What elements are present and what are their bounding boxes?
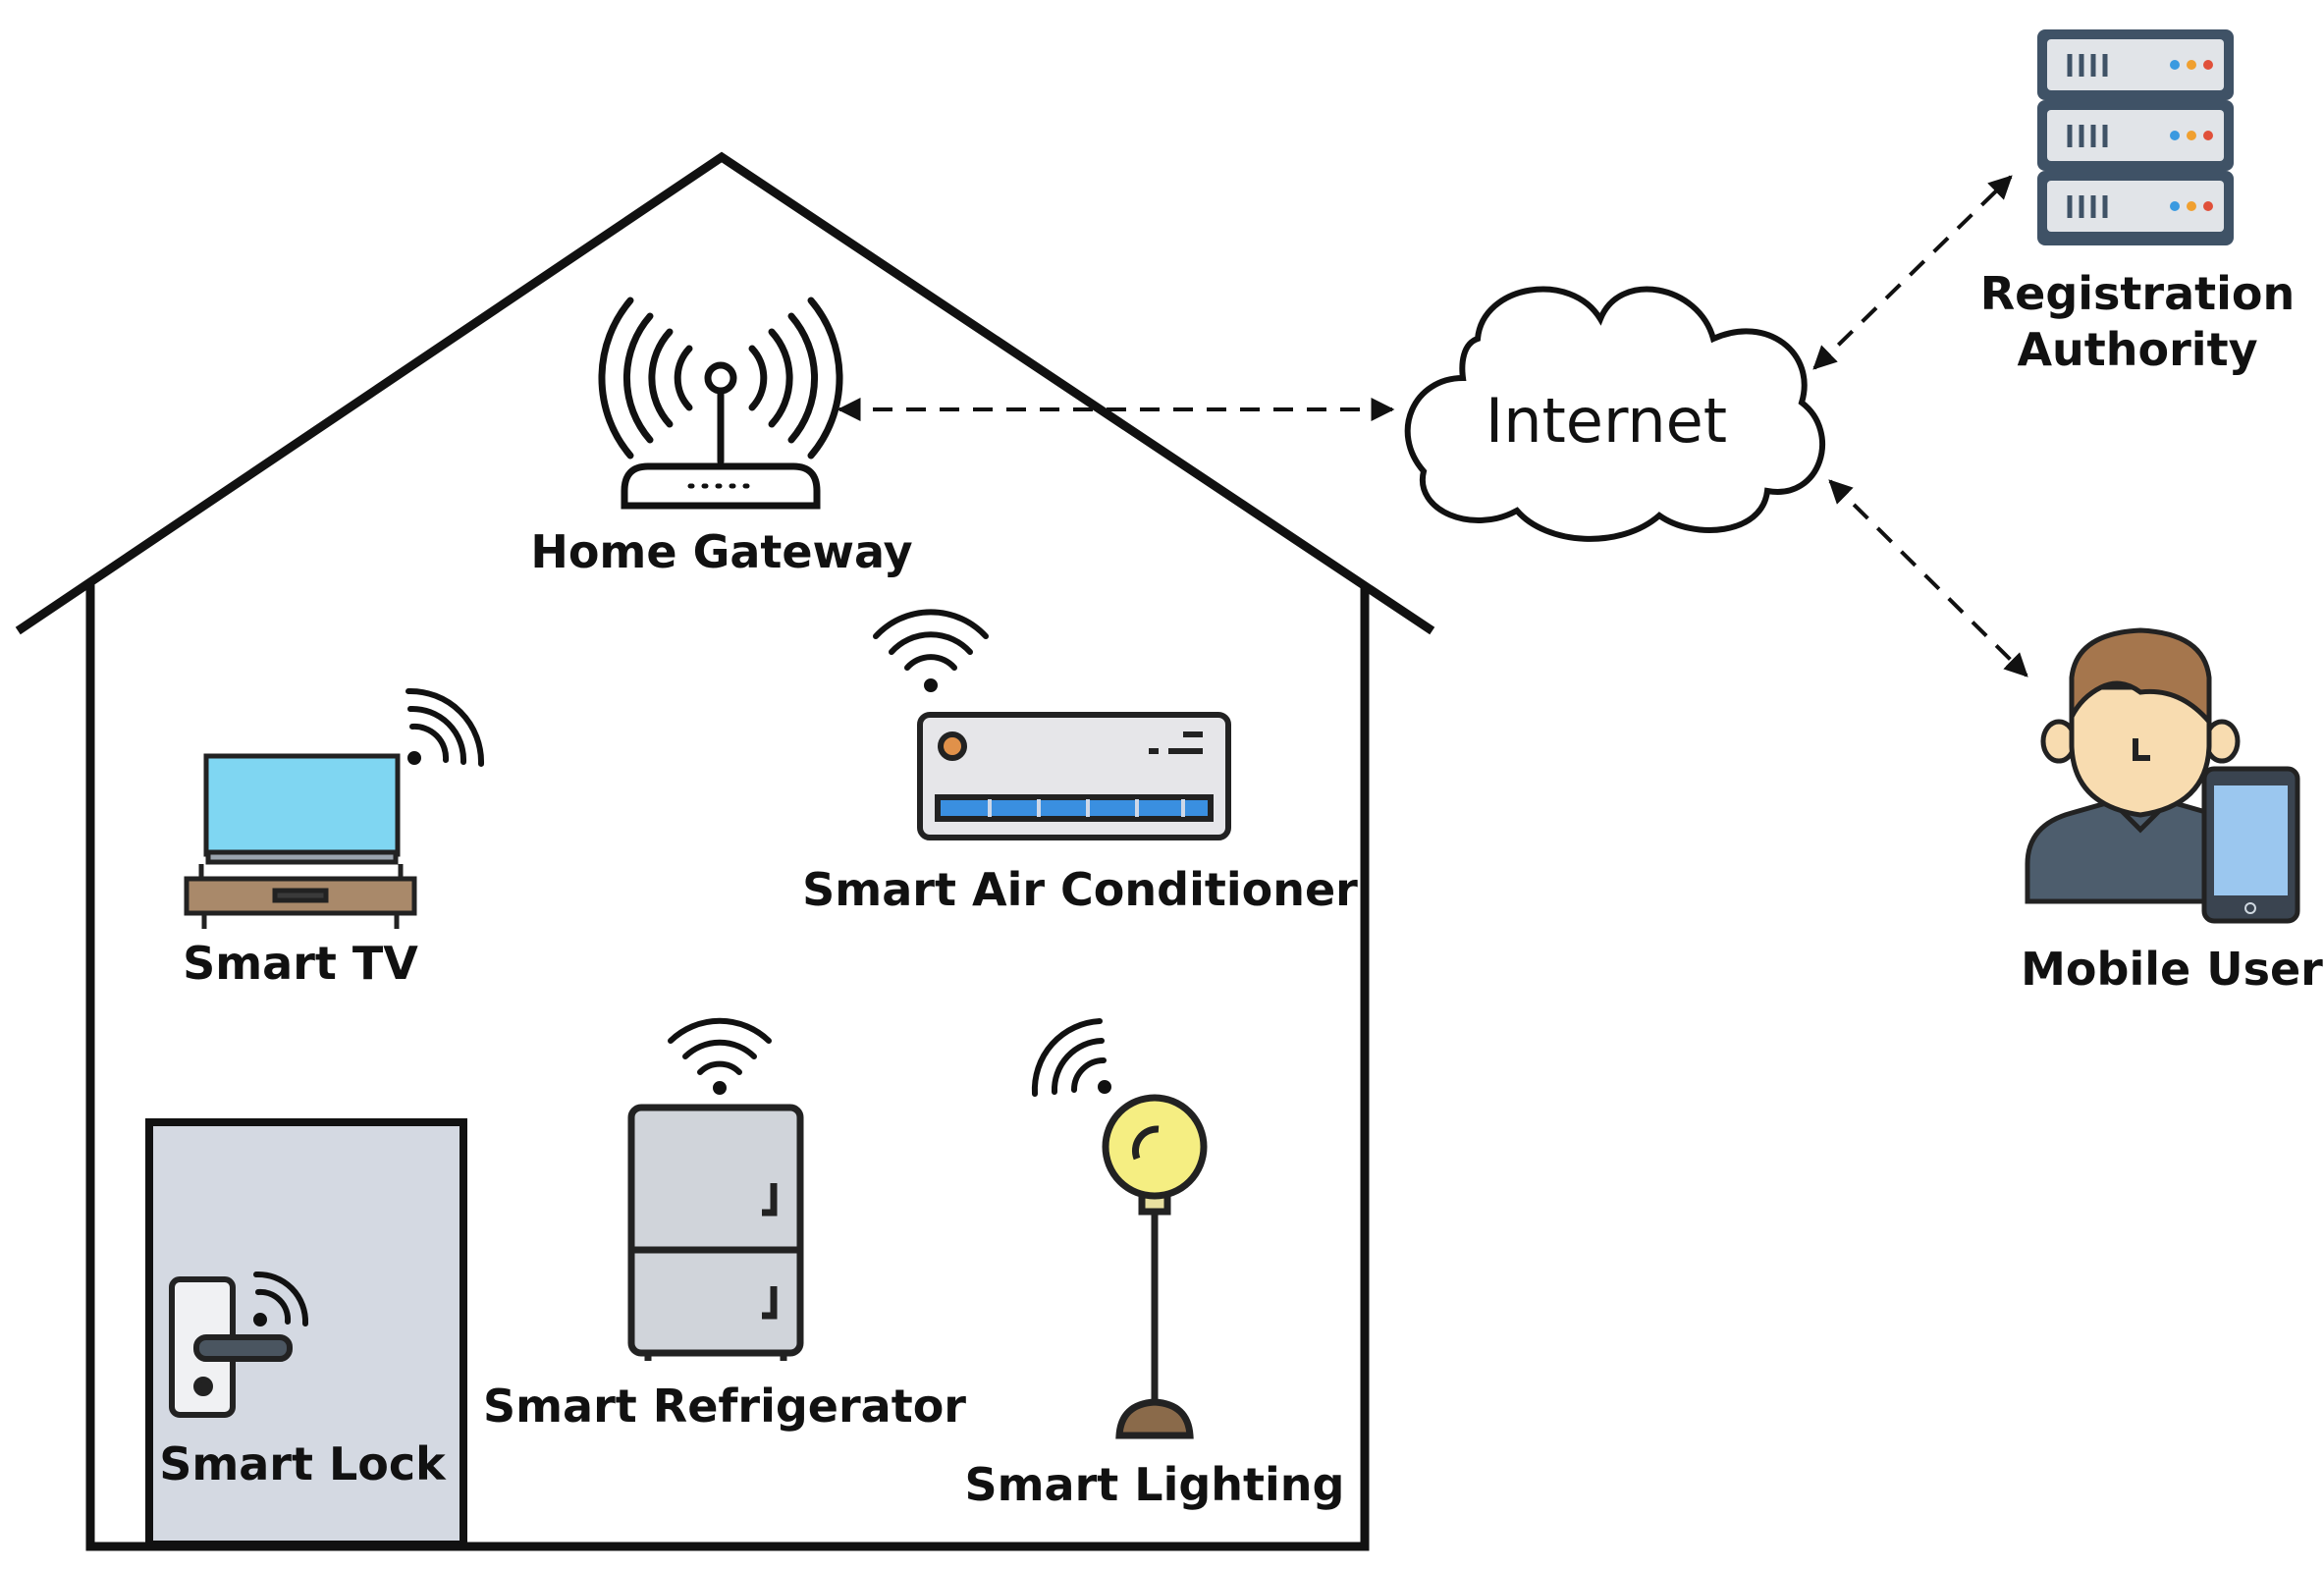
smart-lighting-label: Smart Lighting: [965, 1458, 1345, 1511]
phone-icon: [2201, 766, 2300, 924]
smart-tv-label: Smart TV: [183, 937, 418, 990]
wifi-icon: [405, 687, 485, 767]
air-conditioner-icon: [917, 712, 1231, 840]
smart-air-conditioner-label: Smart Air Conditioner: [802, 863, 1358, 916]
wifi-icon: [1031, 1018, 1111, 1097]
router-icon: [598, 297, 843, 510]
server-icon: [2037, 29, 2234, 245]
home-gateway-label: Home Gateway: [530, 525, 912, 578]
tv-icon: [184, 753, 417, 929]
user-face: [2069, 684, 2212, 818]
server-unit: [2037, 29, 2234, 100]
wifi-icon: [253, 1271, 309, 1326]
connection-arrows: [837, 175, 2028, 677]
registration-authority-label-line1: Registration: [1980, 267, 2296, 320]
lamp-icon: [1102, 1094, 1208, 1439]
internet-user-link: [1828, 479, 2028, 677]
user-hair: [2069, 627, 2212, 729]
wifi-icon: [668, 1017, 772, 1095]
internet-label: Internet: [1486, 385, 1727, 457]
server-unit: [2037, 171, 2234, 245]
registration-authority-label-line2: Authority: [2017, 323, 2257, 376]
user-with-phone-icon: [2025, 627, 2300, 924]
smart-refrigerator-label: Smart Refrigerator: [483, 1380, 966, 1433]
smart-lock-label: Smart Lock: [159, 1437, 447, 1490]
server-unit: [2037, 100, 2234, 171]
door-lock-icon: [169, 1276, 293, 1418]
refrigerator-icon: [627, 1104, 804, 1361]
wifi-icon: [873, 609, 989, 692]
internet-authority-link: [1812, 175, 2013, 370]
mobile-user-label: Mobile User: [2021, 943, 2323, 996]
cloud-icon: [1404, 286, 1826, 542]
